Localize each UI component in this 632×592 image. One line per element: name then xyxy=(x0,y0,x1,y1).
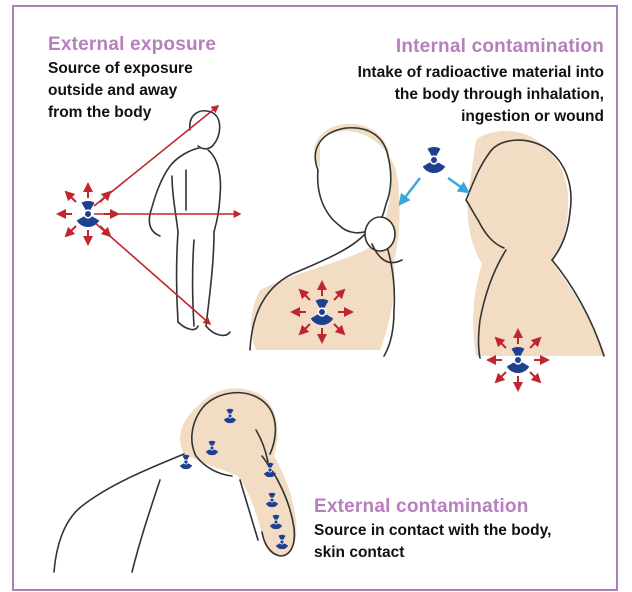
description-line: ingestion or wound xyxy=(358,106,604,128)
external-exposure-heading: External exposure xyxy=(48,34,216,56)
radiation-trefoil-icon xyxy=(488,330,548,390)
description-line: Intake of radioactive material into xyxy=(358,62,604,84)
radiation-trefoil-icon xyxy=(292,282,352,342)
description-line: outside and away xyxy=(48,80,193,102)
external-contamination-heading: External contamination xyxy=(314,496,529,518)
transfer-arrows xyxy=(400,178,468,204)
description-line: skin contact xyxy=(314,542,551,564)
description-line: the body through inhalation, xyxy=(358,84,604,106)
internal-contamination-heading: Internal contamination xyxy=(396,36,604,58)
standing-man-figure xyxy=(149,111,230,336)
external-contamination-description: Source in contact with the body, skin co… xyxy=(314,520,551,564)
man-inhaling-figure xyxy=(466,131,606,358)
description-line: Source of exposure xyxy=(48,58,193,80)
description-line: Source in contact with the body, xyxy=(314,520,551,542)
leaning-man-figure xyxy=(54,388,296,572)
radiation-trefoil-icon xyxy=(180,455,192,471)
description-line: from the body xyxy=(48,102,193,124)
internal-contamination-description: Intake of radioactive material into the … xyxy=(358,62,604,128)
radiation-trefoil-icon xyxy=(423,147,446,176)
external-exposure-description: Source of exposure outside and away from… xyxy=(48,58,193,124)
radiation-trefoil-icon xyxy=(58,184,118,244)
